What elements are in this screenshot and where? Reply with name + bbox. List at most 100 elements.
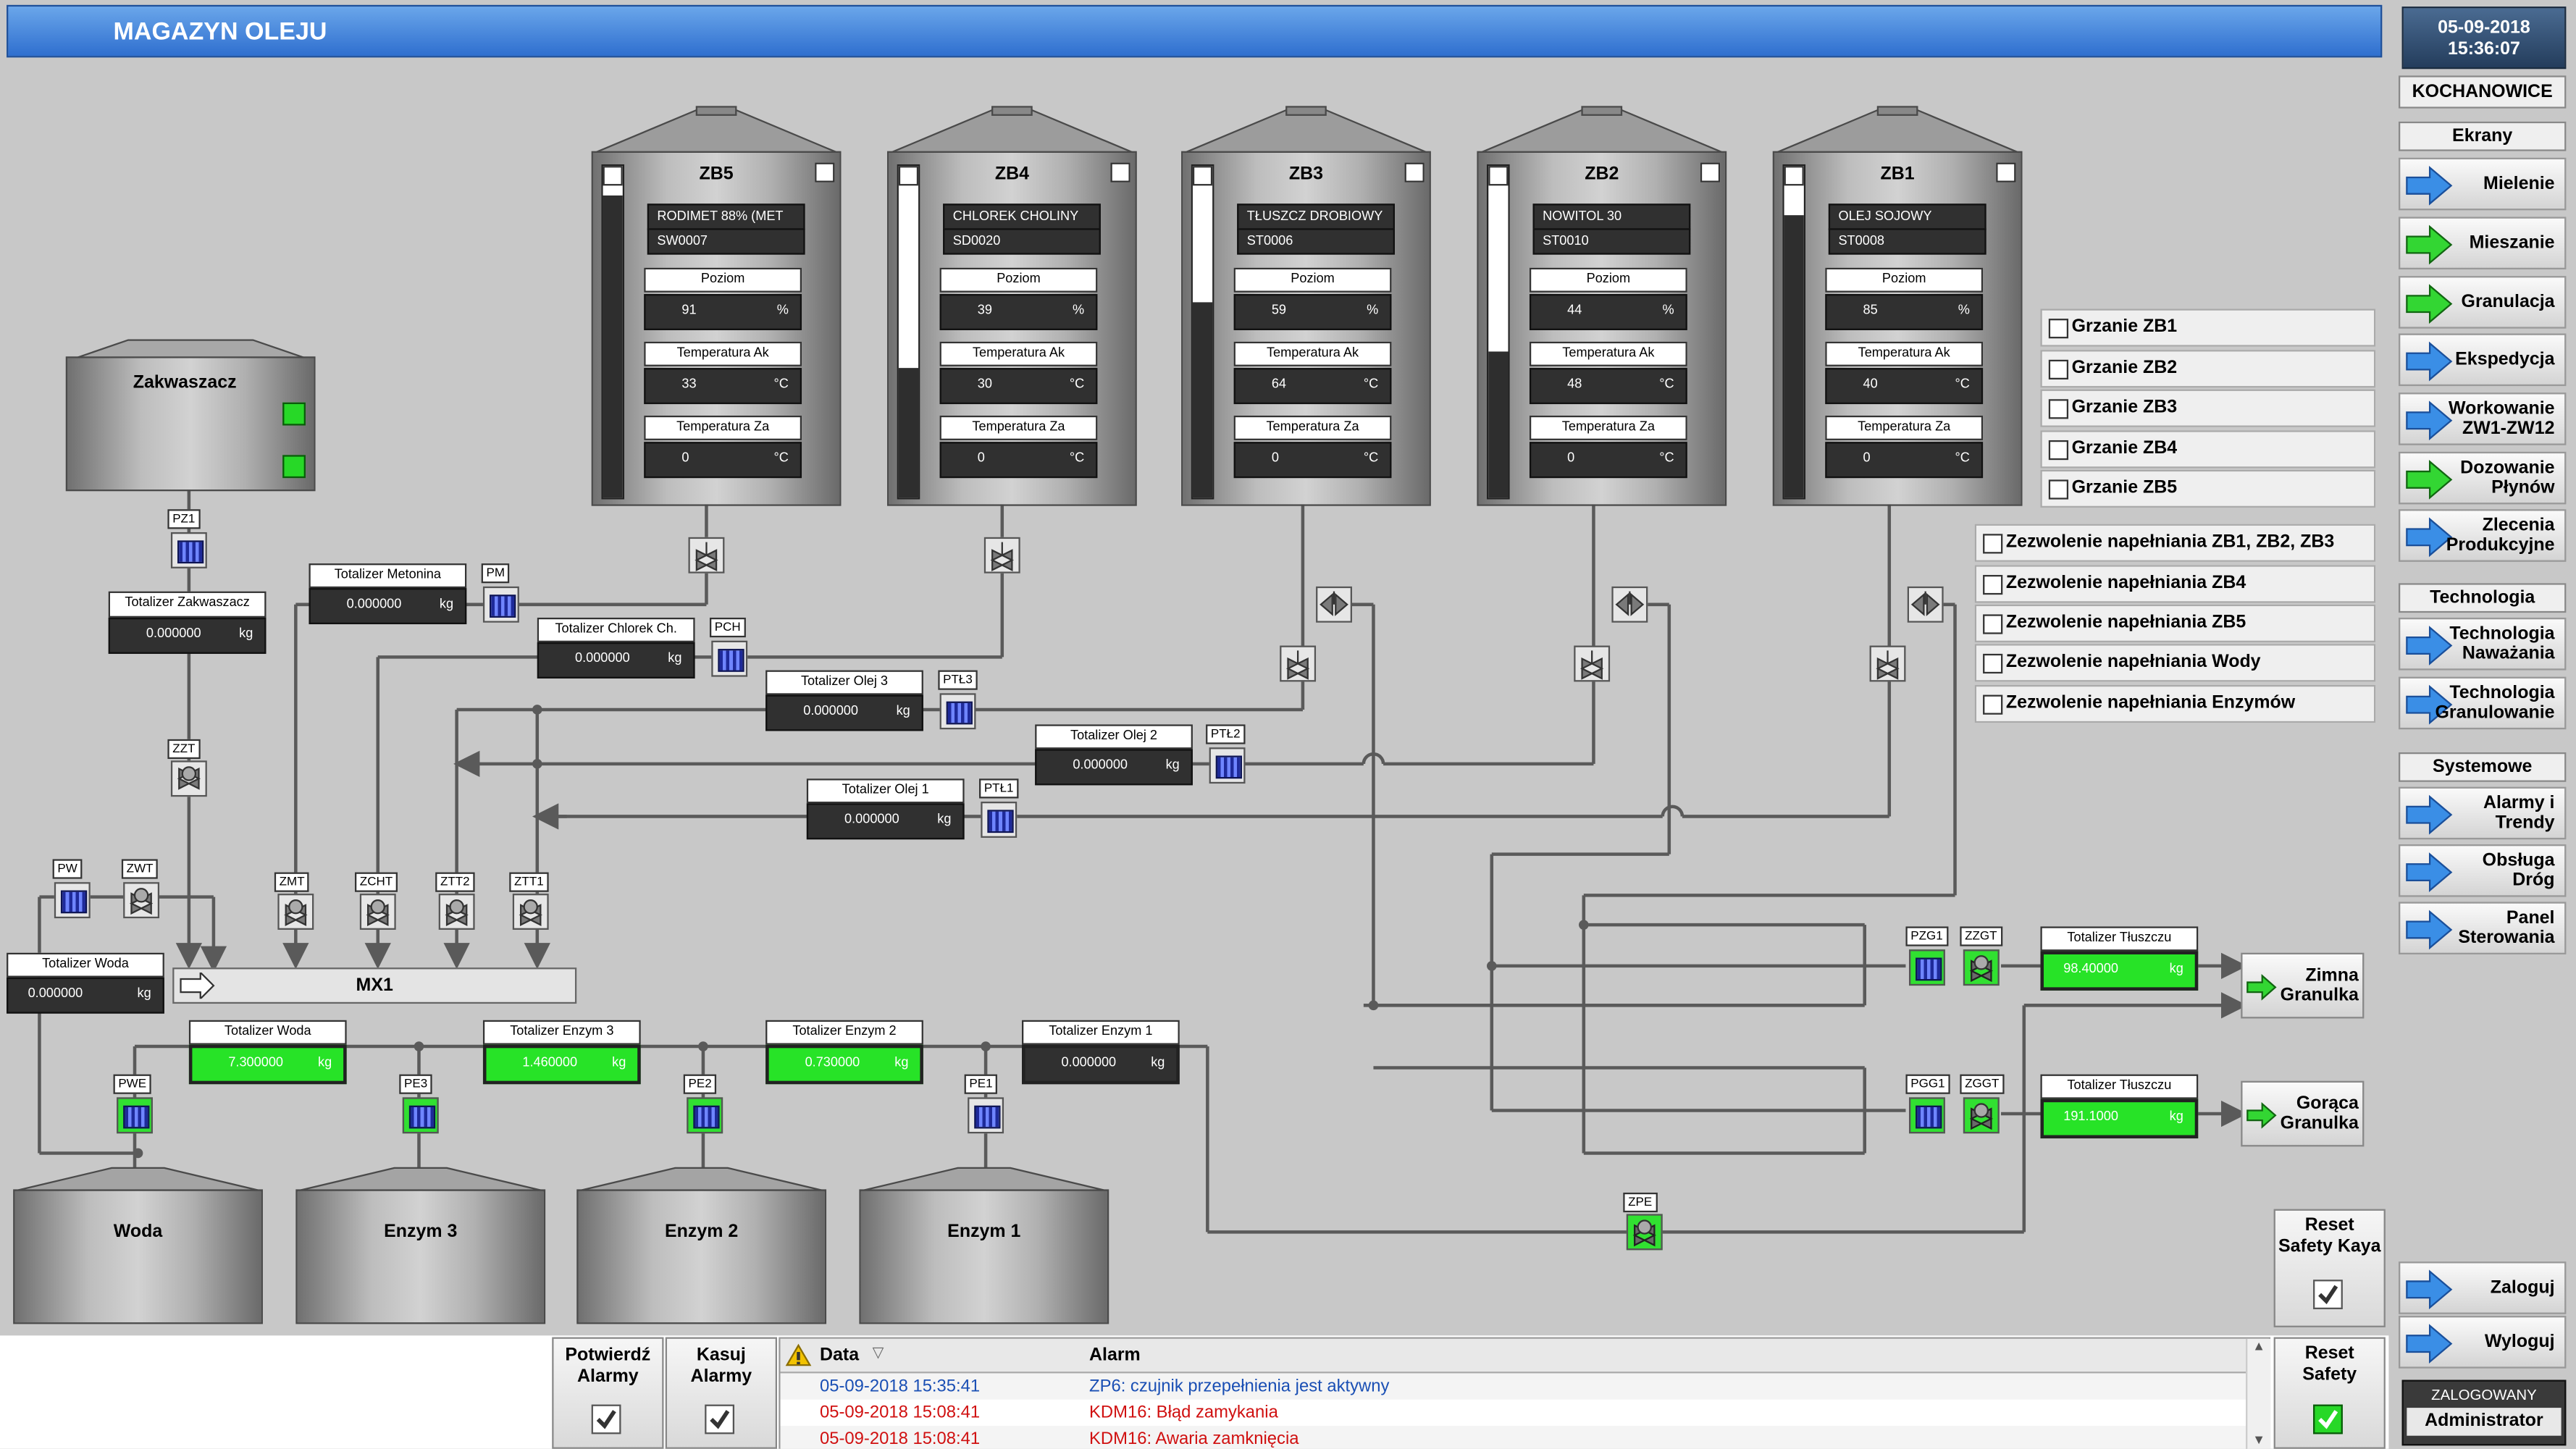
unit: °C [773, 450, 789, 465]
permit-zb5[interactable]: Zezwolenie napełniania ZB5 [1974, 604, 2376, 642]
alarm-table-header: Data ▽ Alarm [780, 1338, 2269, 1374]
pump-pzg1[interactable] [1908, 949, 1945, 986]
nav-systemowe-2[interactable]: Panel Sterowania [2399, 902, 2567, 954]
reset-safety-kaya-button[interactable]: Reset Safety Kaya [2273, 1209, 2386, 1327]
column-alarm[interactable]: Alarm [1089, 1345, 1141, 1366]
valve-tag: ZTT1 [509, 872, 549, 892]
permit-enzymy[interactable]: Zezwolenie napełniania Enzymów [1974, 684, 2376, 723]
pump-pe2[interactable] [687, 1097, 723, 1134]
column-date[interactable]: Data [819, 1345, 860, 1366]
tank-checkbox[interactable] [815, 162, 835, 182]
tank-valve-zb5[interactable] [688, 537, 725, 574]
totalizer-label: Totalizer Enzym 2 [765, 1020, 923, 1045]
gauge-checkbox[interactable] [603, 166, 623, 186]
valve-zggt[interactable] [1963, 1097, 2000, 1134]
tank-name: Enzym 3 [384, 1222, 458, 1242]
valve-zmt[interactable] [277, 894, 314, 930]
temp-ak-label: Temperatura Ak [1529, 341, 1687, 366]
pump-pwe[interactable] [117, 1097, 153, 1134]
gauge-checkbox[interactable] [1488, 166, 1509, 186]
tank-valve-zb4[interactable] [983, 537, 1020, 574]
alarm-scrollbar[interactable]: ▲ ▼ [2246, 1338, 2271, 1449]
confirm-alarms-button[interactable]: Potwierdź Alarmy [552, 1337, 664, 1449]
alarm-row[interactable]: 05-09-2018 15:35:41 ZP6: czujnik przepeł… [780, 1373, 2246, 1400]
tank-checkbox[interactable] [1110, 162, 1130, 182]
dest-zimna-granulka[interactable]: Zimna Granulka [2241, 952, 2365, 1019]
value: 0.000000 [574, 650, 630, 665]
nav-ekspedycja[interactable]: Ekspedycja [2399, 333, 2567, 387]
label: Reset Safety [2302, 1343, 2357, 1385]
pump-pz1[interactable] [170, 532, 207, 568]
tank-valve-zb2-a[interactable] [1611, 586, 1648, 623]
valve-ztt1[interactable] [512, 894, 549, 930]
reset-safety-button[interactable]: Reset Safety [2273, 1337, 2386, 1449]
nav-workowanie-zw1-zw12[interactable]: Workowanie ZW1-ZW12 [2399, 392, 2567, 445]
gauge-checkbox[interactable] [1192, 166, 1213, 186]
dest-goraca-granulka[interactable]: Gorąca Granulka [2241, 1080, 2365, 1147]
valve-zpe[interactable] [1626, 1214, 1663, 1251]
alarm-row[interactable]: 05-09-2018 15:08:41 KDM16: Awaria zamkni… [780, 1426, 2246, 1449]
tank-checkbox[interactable] [1404, 162, 1425, 182]
nav-granulacja[interactable]: Granulacja [2399, 276, 2567, 329]
tank-valve-zb3-b[interactable] [1280, 645, 1317, 682]
pump-pgg1[interactable] [1908, 1097, 1945, 1134]
nav-mielenie[interactable]: Mielenie [2399, 157, 2567, 211]
pump-tag: PM [481, 563, 510, 584]
pump-pe1[interactable] [968, 1097, 1004, 1134]
pump-ptl3[interactable] [939, 693, 976, 730]
nav-systemowe-1[interactable]: Obsługa Dróg [2399, 844, 2567, 897]
label: Kasuj Alarmy [690, 1345, 752, 1387]
sort-icon[interactable]: ▽ [872, 1343, 884, 1361]
tank-valve-zb2-b[interactable] [1574, 645, 1611, 682]
permit-zb123[interactable]: Zezwolenie napełniania ZB1, ZB2, ZB3 [1974, 524, 2376, 562]
tank-valve-zb3-a[interactable] [1316, 586, 1352, 623]
section-ekrany: Ekrany [2399, 121, 2567, 151]
nav-dozowanie-p-yn-w[interactable]: Dozowanie Płynów [2399, 451, 2567, 505]
gauge-checkbox[interactable] [898, 166, 919, 186]
heating-zb4[interactable]: Grzanie ZB4 [2040, 430, 2376, 469]
mixer-mx1[interactable]: MX1 [172, 967, 577, 1004]
permit-woda[interactable]: Zezwolenie napełniania Wody [1974, 644, 2376, 682]
pump-pw[interactable] [54, 882, 91, 919]
nav-systemowe-0[interactable]: Alarmy i Trendy [2399, 786, 2567, 840]
logout-button[interactable]: Wyloguj [2399, 1316, 2567, 1369]
tank-checkbox[interactable] [1996, 162, 2016, 182]
heating-zb2[interactable]: Grzanie ZB2 [2040, 350, 2376, 388]
nav-technologia-0[interactable]: Technologia Naważania [2399, 617, 2567, 671]
permit-zb4[interactable]: Zezwolenie napełniania ZB4 [1974, 565, 2376, 603]
label: Alarmy i Trendy [2483, 793, 2555, 833]
pump-ptl1[interactable] [981, 802, 1018, 838]
arrow-right-icon [2406, 224, 2453, 265]
nav-zlecenia-produkcyjne[interactable]: Zlecenia Produkcyjne [2399, 509, 2567, 562]
alarm-row[interactable]: 05-09-2018 15:08:41 KDM16: Błąd zamykani… [780, 1399, 2246, 1427]
tank-valve-zb1-b[interactable] [1869, 645, 1906, 682]
valve-zcht[interactable] [359, 894, 396, 930]
nav-mieszanie[interactable]: Mieszanie [2399, 217, 2567, 270]
pump-ptl2[interactable] [1209, 747, 1246, 784]
valve-ztt2[interactable] [438, 894, 475, 930]
pump-pm[interactable] [482, 586, 519, 623]
heating-zb3[interactable]: Grzanie ZB3 [2040, 389, 2376, 427]
valve-zwt[interactable] [123, 882, 160, 919]
scroll-up-icon[interactable]: ▲ [2252, 1338, 2266, 1354]
heating-zb1[interactable]: Grzanie ZB1 [2040, 308, 2376, 347]
nav-technologia-1[interactable]: Technologia Granulowanie [2399, 676, 2567, 730]
gauge-checkbox[interactable] [1784, 166, 1804, 186]
pump-pe3[interactable] [402, 1097, 439, 1134]
tank-valve-zb1-a[interactable] [1907, 586, 1944, 623]
tank-zb4: ZB4 CHLOREK CHOLINY SD0020 Poziom 39% Te… [886, 105, 1137, 506]
product-name: TŁUSZCZ DROBIOWY [1237, 203, 1395, 230]
scroll-down-icon[interactable]: ▼ [2252, 1432, 2266, 1448]
login-button[interactable]: Zaloguj [2399, 1261, 2567, 1314]
unit: % [1073, 302, 1085, 317]
tank-checkbox[interactable] [1700, 162, 1721, 182]
valve-zzgt[interactable] [1963, 949, 2000, 986]
arrow-right-icon [2406, 1269, 2453, 1310]
heating-zb5[interactable]: Grzanie ZB5 [2040, 469, 2376, 508]
pump-pch[interactable] [711, 640, 748, 677]
delete-alarms-button[interactable]: Kasuj Alarmy [665, 1337, 778, 1449]
valve-zzt[interactable] [170, 760, 207, 797]
tank-name: ZB4 [994, 164, 1029, 185]
